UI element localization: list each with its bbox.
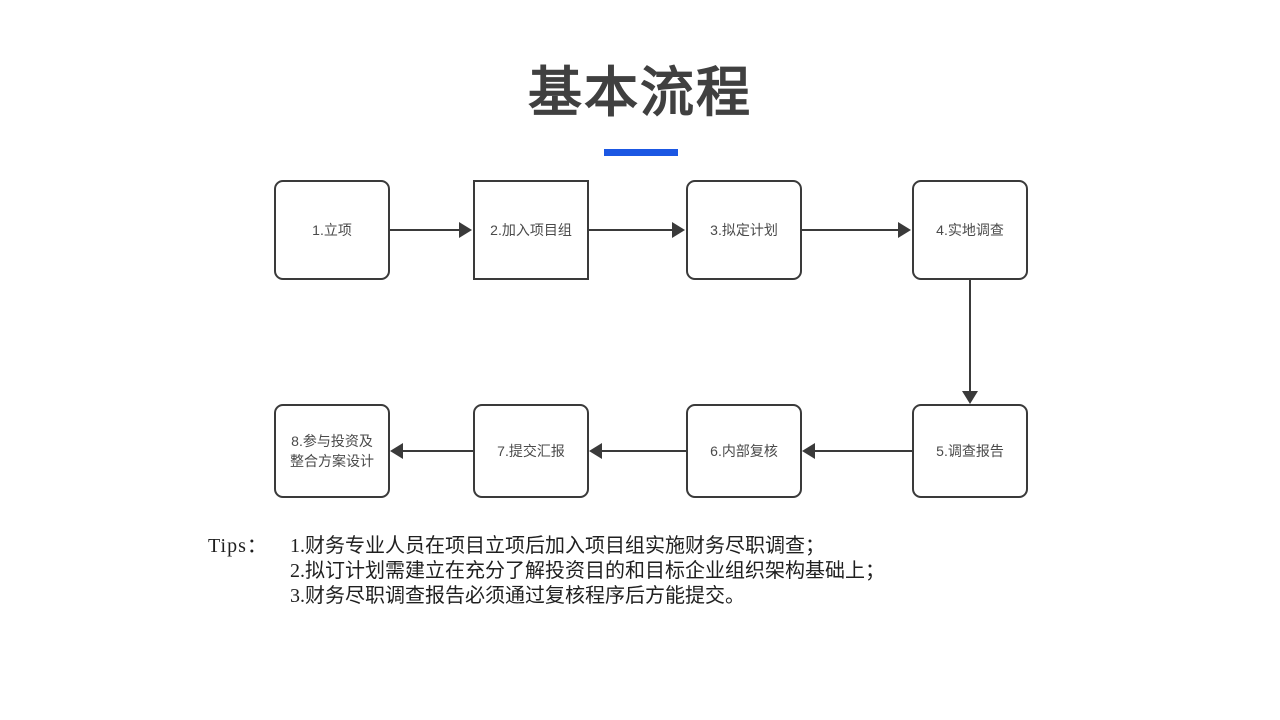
flow-node-7[interactable]: 7.提交汇报: [473, 404, 589, 498]
flow-node-2[interactable]: 2.加入项目组: [473, 180, 589, 280]
tips-row-3: 3.财务尽职调查报告必须通过复核程序后方能提交。: [208, 584, 1108, 609]
connector-4-to-5-arrowhead: [962, 391, 978, 404]
connector-4-to-5-line: [969, 280, 971, 392]
connector-1-to-2-line: [390, 229, 460, 231]
connector-1-to-2-arrowhead: [459, 222, 472, 238]
flow-node-1[interactable]: 1.立项: [274, 180, 390, 280]
tips-block: Tips： 1.财务专业人员在项目立项后加入项目组实施财务尽职调查； 2.拟订计划…: [208, 534, 1108, 609]
connector-6-to-7-line: [602, 450, 686, 452]
flow-node-6[interactable]: 6.内部复核: [686, 404, 802, 498]
connector-2-to-3-line: [589, 229, 673, 231]
tips-line-2: 2.拟订计划需建立在充分了解投资目的和目标企业组织架构基础上；: [290, 560, 885, 582]
flow-node-4[interactable]: 4.实地调查: [912, 180, 1028, 280]
connector-5-to-6-arrowhead: [802, 443, 815, 459]
tips-label: Tips：: [208, 535, 268, 557]
connector-6-to-7-arrowhead: [589, 443, 602, 459]
connector-3-to-4-arrowhead: [898, 222, 911, 238]
flow-node-8[interactable]: 8.参与投资及 整合方案设计: [274, 404, 390, 498]
tips-line-3: 3.财务尽职调查报告必须通过复核程序后方能提交。: [290, 585, 745, 607]
tips-row-1: Tips： 1.财务专业人员在项目立项后加入项目组实施财务尽职调查；: [208, 534, 1108, 559]
connector-5-to-6-line: [815, 450, 912, 452]
connector-7-to-8-arrowhead: [390, 443, 403, 459]
connector-7-to-8-line: [403, 450, 473, 452]
tips-line-1: 1.财务专业人员在项目立项后加入项目组实施财务尽职调查；: [290, 535, 825, 557]
title-accent-underline: [604, 149, 678, 156]
flow-node-5[interactable]: 5.调查报告: [912, 404, 1028, 498]
connector-2-to-3-arrowhead: [672, 222, 685, 238]
tips-row-2: 2.拟订计划需建立在充分了解投资目的和目标企业组织架构基础上；: [208, 559, 1108, 584]
page-title: 基本流程: [528, 63, 752, 123]
connector-3-to-4-line: [802, 229, 899, 231]
flow-node-3[interactable]: 3.拟定计划: [686, 180, 802, 280]
